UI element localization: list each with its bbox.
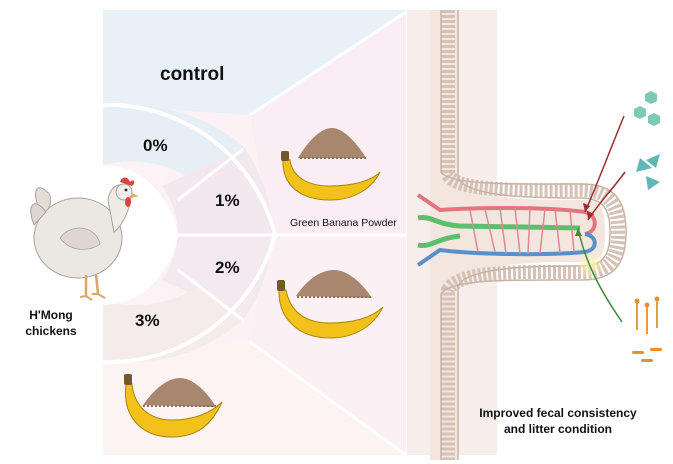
triangle-molecules (636, 154, 660, 190)
label-control: control (160, 64, 225, 85)
label-2pct: 2% (215, 258, 240, 277)
outcome-line-2: and litter condition (504, 422, 612, 436)
label-3pct: 3% (135, 311, 160, 330)
subject-label: H'Mong chickens (20, 307, 82, 339)
orange-rod-molecules (632, 296, 662, 362)
banana-powder-2 (277, 270, 384, 339)
absorption-arrows (575, 115, 626, 323)
outcome-label: Improved fecal consistency and litter co… (458, 405, 658, 437)
sector-2pct (250, 235, 406, 455)
treatment-fan (102, 10, 407, 457)
control-wedge (103, 10, 406, 115)
label-1pct: 1% (215, 191, 240, 210)
banana-powder-1 (281, 128, 381, 201)
hexagon-molecules (634, 91, 660, 126)
outcome-line-1: Improved fecal consistency (479, 406, 637, 420)
additive-label: Green Banana Powder (290, 217, 397, 229)
intestinal-villus (407, 10, 627, 460)
subject-line-1: H'Mong (29, 308, 73, 322)
subject-line-2: chickens (25, 324, 77, 338)
banana-powder-3 (124, 374, 223, 438)
label-0pct: 0% (143, 136, 168, 155)
band-3pct (103, 285, 245, 363)
chicken-illustration (30, 177, 139, 301)
